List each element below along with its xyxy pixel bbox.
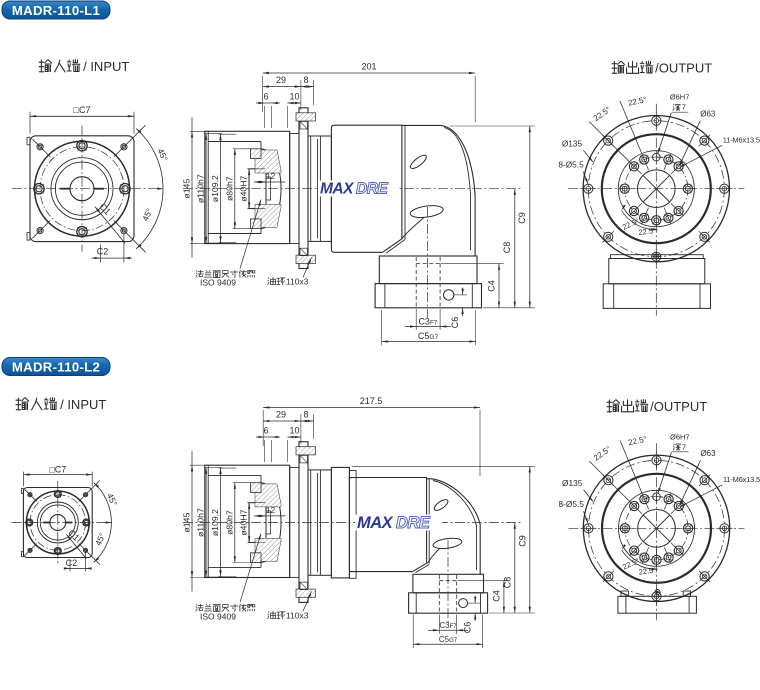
svg-text:C2: C2 (66, 558, 78, 568)
svg-text:29: 29 (276, 75, 286, 85)
svg-text:MAX: MAX (320, 181, 355, 198)
svg-text:ø110h7: ø110h7 (196, 174, 206, 203)
svg-text:C5G7: C5G7 (418, 331, 439, 341)
svg-text:ø40H7: ø40H7 (239, 509, 249, 535)
svg-text:MADR-110-L1: MADR-110-L1 (12, 3, 100, 18)
svg-text:ø40H7: ø40H7 (239, 175, 249, 201)
svg-text:C3F7: C3F7 (418, 317, 437, 327)
svg-text:ø80h7: ø80h7 (224, 510, 234, 535)
svg-text:ø145: ø145 (182, 513, 192, 533)
svg-text:22.5°: 22.5° (638, 226, 657, 237)
svg-text:22.5°: 22.5° (627, 435, 647, 448)
svg-text:ISO 9409: ISO 9409 (200, 611, 236, 621)
svg-text:ø110h7: ø110h7 (196, 508, 206, 537)
svg-text:Ø135: Ø135 (562, 478, 583, 488)
svg-text:201: 201 (361, 62, 376, 72)
svg-text:ø109.2: ø109.2 (210, 509, 220, 536)
svg-text:6: 6 (263, 426, 268, 436)
svg-text:45°: 45° (93, 531, 107, 547)
svg-text:C2: C2 (97, 247, 109, 257)
svg-text:45°: 45° (155, 147, 169, 163)
svg-text:□C7: □C7 (49, 464, 66, 474)
svg-text:Ø63: Ø63 (700, 110, 716, 119)
svg-text:/OUTPUT: /OUTPUT (650, 399, 707, 414)
svg-text:C8: C8 (502, 577, 512, 589)
svg-text:/ INPUT: / INPUT (60, 397, 106, 412)
svg-text:10: 10 (289, 92, 299, 102)
svg-text:10: 10 (289, 426, 299, 436)
svg-text:C6: C6 (450, 317, 460, 329)
svg-text:C3F7: C3F7 (439, 621, 457, 630)
svg-text:MADR-110-L2: MADR-110-L2 (12, 360, 100, 375)
svg-text:C4: C4 (491, 590, 501, 602)
svg-text:ø109.2: ø109.2 (210, 175, 220, 202)
svg-text:/OUTPUT: /OUTPUT (655, 61, 712, 76)
svg-text:□C7: □C7 (74, 105, 91, 115)
svg-text:11-M6x13.5: 11-M6x13.5 (723, 475, 760, 484)
svg-text:/ INPUT: / INPUT (83, 59, 129, 74)
svg-text:C6: C6 (463, 622, 473, 634)
svg-text:8-Ø5.5: 8-Ø5.5 (558, 160, 584, 170)
svg-text:217.5: 217.5 (360, 396, 383, 406)
svg-text:C9: C9 (517, 212, 527, 224)
svg-text:ø145: ø145 (182, 179, 192, 199)
svg-text:11-M6x13.5: 11-M6x13.5 (723, 136, 760, 145)
svg-text:Ø6H7: Ø6H7 (670, 432, 690, 441)
svg-text:8: 8 (303, 410, 308, 420)
svg-text:MAX: MAX (357, 514, 394, 532)
svg-text:Ø6H7: Ø6H7 (670, 93, 690, 102)
svg-text:Ø63: Ø63 (700, 449, 716, 458)
svg-text:45°: 45° (140, 207, 154, 223)
svg-text:7: 7 (682, 103, 686, 112)
svg-text:12: 12 (266, 505, 276, 515)
svg-text:8: 8 (303, 75, 308, 85)
svg-text:DRE: DRE (356, 181, 388, 198)
svg-text:C8: C8 (502, 242, 512, 254)
svg-text:29: 29 (276, 410, 286, 420)
svg-text:ø80h7: ø80h7 (224, 176, 234, 201)
svg-text:C4: C4 (487, 280, 497, 292)
svg-text:12: 12 (266, 171, 276, 181)
svg-text:C9: C9 (517, 535, 527, 547)
svg-text:45°: 45° (105, 492, 119, 508)
svg-text:6: 6 (263, 92, 268, 102)
svg-text:22.5°: 22.5° (627, 95, 647, 108)
svg-text:DRE: DRE (396, 514, 431, 532)
svg-text:7: 7 (682, 442, 686, 451)
svg-text:C5G7: C5G7 (439, 635, 458, 644)
svg-text:8-Ø5.5: 8-Ø5.5 (559, 499, 585, 509)
svg-text:110x3: 110x3 (286, 277, 309, 287)
svg-text:Ø135: Ø135 (562, 139, 583, 149)
svg-text:ISO 9409: ISO 9409 (200, 278, 236, 288)
svg-text:110x3: 110x3 (286, 610, 309, 620)
svg-text:22.5°: 22.5° (638, 565, 657, 576)
